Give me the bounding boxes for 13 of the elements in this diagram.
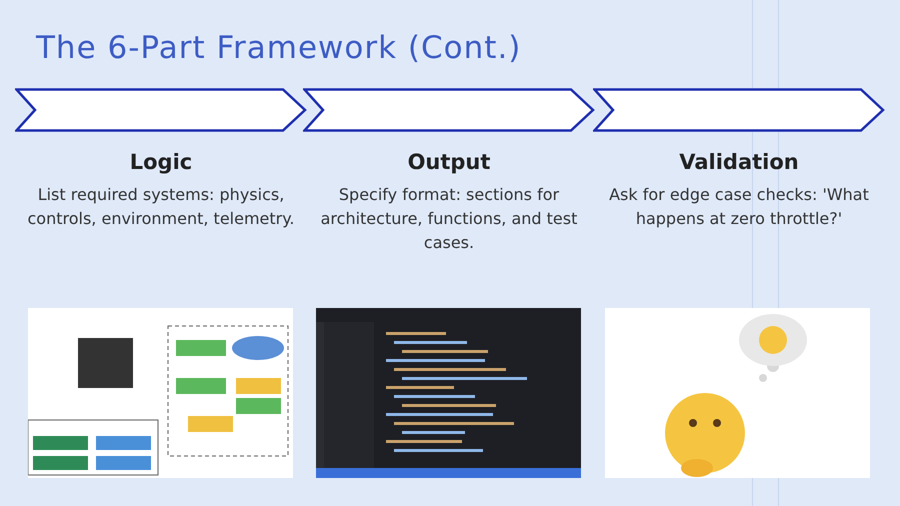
system-diagram-drawing xyxy=(28,308,293,478)
column-heading: Output xyxy=(406,150,492,174)
code-editor-drawing xyxy=(316,308,581,478)
column-description: List required systems: physics, controls, environment, telemetry. xyxy=(26,184,296,230)
column-heading: Logic xyxy=(128,150,194,174)
chevron-shape xyxy=(15,88,307,132)
chevron-shape xyxy=(593,88,885,132)
slide-title: The 6-Part Framework (Cont.) xyxy=(36,30,522,66)
chevron-shape xyxy=(303,88,595,132)
thinking-emoji-drawing xyxy=(605,308,870,478)
column-description: Ask for edge case checks: 'What happens at zero throttle?' xyxy=(608,184,870,230)
column-heading: Validation xyxy=(678,150,800,174)
column-description: Specify format: sections for architecture, functions, and test cases. xyxy=(320,184,578,254)
